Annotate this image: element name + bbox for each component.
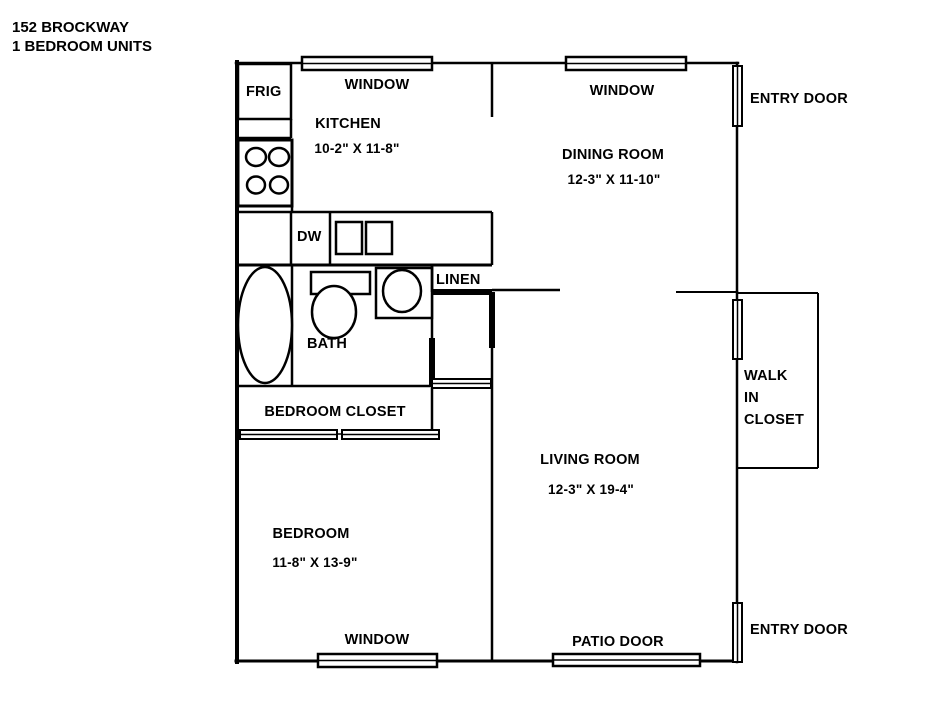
kitchen-structure (236, 62, 494, 265)
walk-in-closet-label-line-1: WALK (744, 368, 788, 384)
burner-top-left (244, 146, 268, 168)
living-room-label: LIVING ROOM (540, 452, 640, 468)
dishwasher-sink-counter (238, 212, 492, 267)
plan-title-block: 152 BROCKWAY 1 BEDROOM UNITS (12, 18, 152, 56)
sink-basin-left (334, 220, 364, 256)
walk-in-closet-label-line-3: CLOSET (744, 412, 805, 428)
bedroom-label: BEDROOM (272, 526, 350, 542)
plan-title-line-2: 1 BEDROOM UNITS (12, 38, 153, 55)
refrigerator-outline (236, 62, 293, 121)
sink-basin-right (364, 220, 394, 256)
kitchen-window-label: WINDOW (344, 77, 410, 93)
walk-in-closet-structure (676, 291, 819, 469)
patio-door-label: PATIO DOOR (572, 634, 664, 650)
bedroom-closet-structure (237, 388, 440, 440)
dining-window-label: WINDOW (589, 83, 655, 99)
bedroom-door-opening (431, 378, 492, 389)
bedroom-window-label: WINDOW (344, 632, 410, 648)
kitchen-dimensions: 10-2" X 11-8" (314, 141, 400, 156)
bedroom-dimensions: 11-8" X 13-9" (272, 555, 358, 570)
linen-closet-label: LINEN (436, 272, 481, 288)
burner-bottom-left (245, 175, 267, 195)
burner-bottom-right (268, 175, 290, 195)
dishwasher-label: DW (297, 229, 322, 245)
entry-door-bottom-label: ENTRY DOOR (750, 622, 848, 638)
lavatory-sink (381, 268, 423, 314)
toilet (310, 284, 358, 340)
kitchen-label: KITCHEN (315, 116, 381, 132)
walk-in-closet-label-line-2: IN (744, 390, 759, 406)
bedroom-closet-label: BEDROOM CLOSET (264, 404, 406, 420)
windows-and-sliders (300, 55, 702, 669)
living-room-dimensions: 12-3" X 19-4" (548, 482, 634, 497)
bath-label: BATH (307, 336, 347, 352)
entry-door-top-label: ENTRY DOOR (750, 91, 848, 107)
dining-room-label: DINING ROOM (561, 147, 665, 163)
plan-title-line-1: 152 BROCKWAY (12, 19, 129, 36)
range-burners (244, 146, 291, 195)
door-leaves (732, 65, 743, 663)
bathtub (236, 265, 294, 385)
dining-room-dimensions: 12-3" X 11-10" (567, 172, 661, 187)
refrigerator-label: FRIG (246, 84, 282, 100)
burner-top-right (267, 146, 291, 168)
